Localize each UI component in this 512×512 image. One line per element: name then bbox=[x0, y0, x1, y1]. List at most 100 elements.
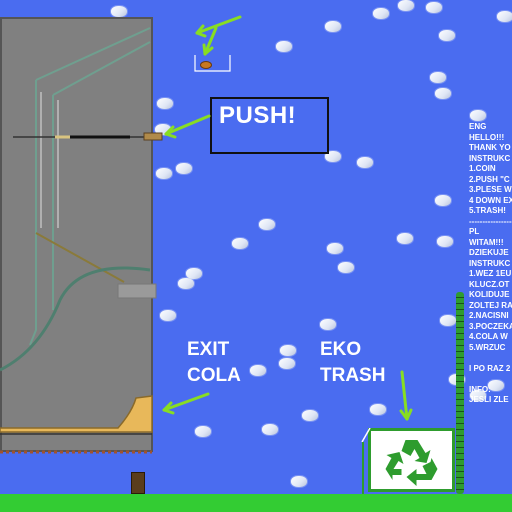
snowflake bbox=[320, 319, 336, 330]
machine-pipe-top bbox=[35, 27, 151, 81]
instruction-line: THANK YO bbox=[469, 143, 511, 152]
instruction-line: 4.COLA W bbox=[469, 332, 508, 341]
snowflake bbox=[279, 358, 295, 369]
snowflake bbox=[488, 380, 504, 391]
snowflake bbox=[160, 310, 176, 321]
grass-ground bbox=[0, 494, 512, 512]
coin-slot[interactable] bbox=[194, 55, 231, 72]
instruction-line: 3.POCZEKA bbox=[469, 321, 512, 331]
snowflake bbox=[195, 426, 211, 437]
snowflake bbox=[157, 98, 173, 109]
instruction-line: 5.WRZUC bbox=[469, 342, 506, 352]
recycle-icon bbox=[385, 440, 438, 486]
instruction-line bbox=[469, 353, 512, 364]
snowflake bbox=[186, 268, 202, 279]
trash-label: TRASH bbox=[320, 365, 386, 386]
snowflake bbox=[439, 30, 455, 41]
snowflake bbox=[437, 236, 453, 247]
instruction-line: JESLI ZLE bbox=[469, 395, 509, 404]
exit-cola-sign: EXIT COLA bbox=[187, 337, 241, 389]
instruction-line: 1.WEZ 1EU bbox=[469, 269, 512, 278]
machine-side-handle bbox=[117, 283, 157, 299]
coin-icon bbox=[200, 61, 212, 69]
instruction-line: 1.COIN bbox=[469, 164, 496, 173]
machine-lever bbox=[35, 232, 125, 283]
snowflake bbox=[262, 424, 278, 435]
snowflake bbox=[398, 0, 414, 11]
instruction-line: HELLO!!! bbox=[469, 132, 505, 142]
snowflake bbox=[291, 476, 307, 487]
instruction-line: 5.TRASH! bbox=[469, 206, 506, 215]
instruction-line: KLUCZ.OT bbox=[469, 279, 510, 289]
snowflake bbox=[280, 345, 296, 356]
instruction-line: 2.PUSH "C bbox=[469, 174, 510, 184]
eko-trash-bin[interactable] bbox=[368, 428, 455, 492]
snowflake bbox=[111, 6, 127, 17]
snowflake bbox=[250, 365, 266, 376]
snowflake bbox=[470, 390, 486, 401]
snowflake bbox=[325, 21, 341, 32]
snowflake bbox=[176, 163, 192, 174]
instruction-line: INFO: bbox=[469, 384, 491, 394]
snowflake bbox=[435, 88, 451, 99]
arrow-icon bbox=[164, 114, 211, 139]
snowflake bbox=[470, 110, 486, 121]
snowflake bbox=[156, 168, 172, 179]
snowflake bbox=[370, 404, 386, 415]
snowflake bbox=[357, 157, 373, 168]
snowflake bbox=[497, 11, 512, 22]
machine-chute bbox=[0, 266, 151, 372]
push-button bbox=[143, 132, 163, 141]
machine-pipe-top-inner bbox=[52, 41, 151, 96]
snowflake bbox=[435, 195, 451, 206]
snowflake bbox=[276, 41, 292, 52]
trash-lid bbox=[361, 428, 371, 494]
snowflake bbox=[259, 219, 275, 230]
snowflake bbox=[373, 8, 389, 19]
snowflake bbox=[397, 233, 413, 244]
snowflake bbox=[155, 124, 171, 135]
eko-trash-sign: EKO TRASH bbox=[320, 337, 385, 389]
arrow-icon bbox=[162, 392, 210, 415]
instruction-line: 4 DOWN EX bbox=[469, 195, 512, 205]
snowflake bbox=[302, 410, 318, 421]
exit-label: EXIT bbox=[187, 339, 230, 360]
instruction-line: INSTRUKC bbox=[469, 153, 511, 163]
instruction-line: INSTRUKC bbox=[469, 258, 511, 268]
instruction-line: I PO RAZ 2 bbox=[469, 363, 511, 373]
instruction-line: WITAM!!! bbox=[469, 237, 504, 247]
snowflake bbox=[232, 238, 248, 249]
machine-tray bbox=[0, 395, 153, 433]
arrow-icon bbox=[195, 15, 242, 38]
instruction-line: PL bbox=[469, 227, 480, 236]
snowflake bbox=[338, 262, 354, 273]
machine-pipe-outer bbox=[29, 80, 37, 346]
push-label: PUSH! bbox=[219, 102, 297, 129]
instruction-line: DZIEKUJE bbox=[469, 248, 509, 257]
eko-label: EKO bbox=[320, 339, 362, 360]
arrow-icon bbox=[399, 370, 413, 421]
snowflake bbox=[426, 2, 442, 13]
green-chain bbox=[456, 292, 464, 494]
instruction-line: ENG bbox=[469, 122, 487, 131]
snowflake bbox=[325, 151, 341, 162]
instruction-line: ZOLTEJ RA bbox=[469, 300, 512, 310]
instruction-line: 3.PLESE W bbox=[469, 185, 512, 194]
machine-post bbox=[131, 472, 145, 494]
instruction-line bbox=[469, 374, 512, 385]
vending-machine bbox=[0, 17, 153, 452]
snowflake bbox=[178, 278, 194, 289]
cola-label: COLA bbox=[187, 365, 241, 386]
instruction-line: 2.NACISNI bbox=[469, 311, 509, 320]
snowflake bbox=[430, 72, 446, 83]
snowflake bbox=[327, 243, 343, 254]
arrow-icon bbox=[202, 26, 218, 56]
snowflake bbox=[440, 315, 456, 326]
push-sign bbox=[210, 97, 329, 154]
instruction-line: KOLIDUJE bbox=[469, 290, 510, 299]
instruction-line: ---------------- bbox=[469, 216, 512, 226]
